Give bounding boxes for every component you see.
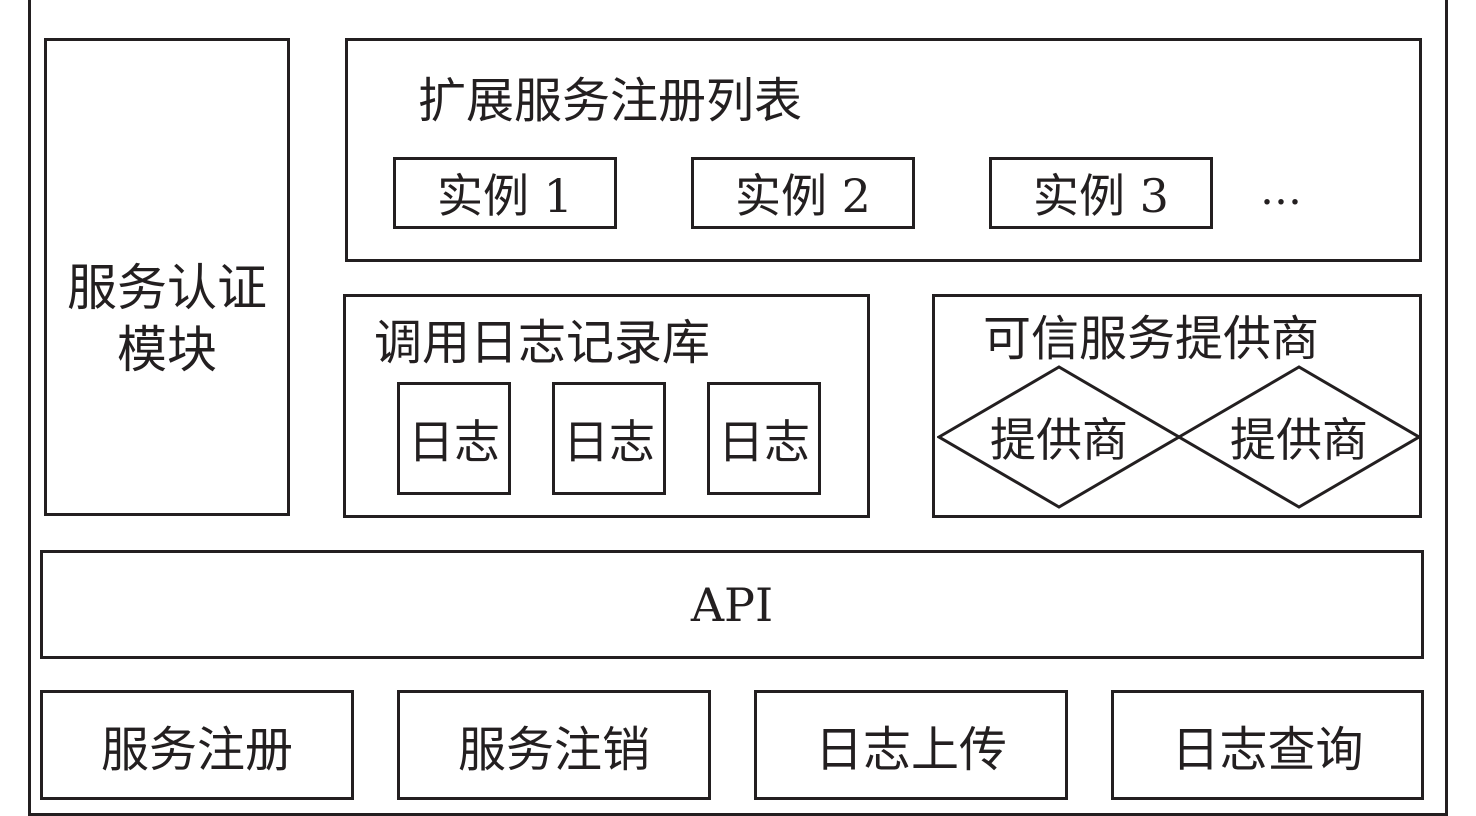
op-label: 日志查询 [1171, 722, 1364, 778]
auth-module-box: 服务认证模块 [44, 38, 290, 516]
op-service-deregister: 服务注销 [397, 690, 711, 800]
op-label: 服务注册 [100, 722, 293, 778]
log-store-box: 调用日志记录库 日志 日志 日志 [343, 294, 870, 518]
provider-label: 提供商 [990, 413, 1128, 467]
auth-module-label: 服务认证模块 [67, 259, 267, 379]
api-bar: API [40, 550, 1424, 659]
registry-more-ellipsis: … [1260, 165, 1302, 214]
trusted-providers-box: 可信服务提供商 提供商 提供商 [932, 294, 1422, 518]
log-entry-3: 日志 [707, 382, 821, 495]
instance-label: 实例 3 [1033, 169, 1169, 223]
op-label: 日志上传 [814, 722, 1007, 778]
op-log-query: 日志查询 [1111, 690, 1424, 800]
provider-diamond-2: 提供商 [1177, 365, 1421, 509]
registry-instance-3: 实例 3 [989, 157, 1213, 229]
instance-label: 实例 1 [437, 169, 573, 223]
log-label: 日志 [408, 414, 500, 469]
api-label: API [690, 577, 774, 632]
registry-box: 扩展服务注册列表 实例 1 实例 2 实例 3 … [345, 38, 1422, 262]
log-store-title: 调用日志记录库 [374, 315, 711, 371]
op-log-upload: 日志上传 [754, 690, 1068, 800]
log-label: 日志 [718, 414, 810, 469]
log-entry-1: 日志 [397, 382, 511, 495]
log-entry-2: 日志 [552, 382, 666, 495]
registry-title: 扩展服务注册列表 [418, 73, 803, 129]
registry-instance-2: 实例 2 [691, 157, 915, 229]
provider-diamond-1: 提供商 [937, 365, 1181, 509]
registry-instance-1: 实例 1 [393, 157, 617, 229]
provider-label: 提供商 [1230, 413, 1368, 467]
log-label: 日志 [563, 414, 655, 469]
op-label: 服务注销 [457, 722, 650, 778]
op-service-register: 服务注册 [40, 690, 354, 800]
trusted-providers-title: 可信服务提供商 [983, 311, 1320, 367]
instance-label: 实例 2 [735, 169, 871, 223]
diamond-shape [1177, 365, 1421, 509]
